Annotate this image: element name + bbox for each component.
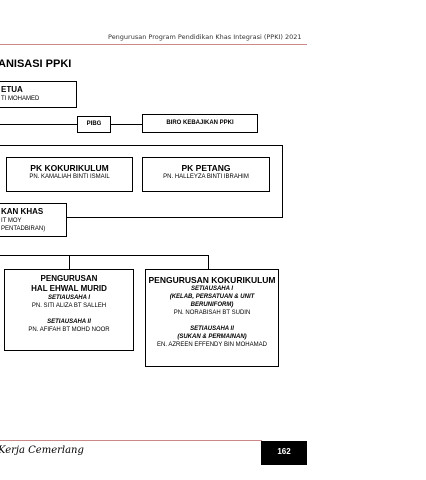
footer-signature: Kerja Cemerlang xyxy=(0,445,84,456)
koko-sec2-name: EN. AZREEN EFFENDY BIN MOHAMAD xyxy=(157,342,267,348)
hem-sec2-name: PN. AFIFAH BT MOHD NOOR xyxy=(28,327,110,333)
biro-box: BIRO KEBAJIKAN PPKI xyxy=(142,114,258,133)
koko-sec1-name: PN. NORABISAH BT SUDIN xyxy=(173,310,251,316)
footer-rule xyxy=(0,440,262,441)
koko-sec1-desc2: BERUNIFORM) xyxy=(190,302,234,308)
pibg-label: PIBG xyxy=(86,121,102,127)
page-header-title: Pengurusan Program Pendidikan Khas Integ… xyxy=(108,33,302,41)
connector-line xyxy=(111,124,142,125)
frame-line xyxy=(282,145,283,217)
hem-title1: PENGURUSAN xyxy=(40,274,98,283)
koko-title: PENGURUSAN KOKURIKULUM xyxy=(148,275,276,285)
koko-sec2-label: SETIAUSAHA II xyxy=(190,326,234,332)
hem-sec1-label: SETIAUSAHA I xyxy=(47,295,91,301)
section-title: ANISASI PPKI xyxy=(0,58,72,70)
koko-sec1-label: SETIAUSAHA I xyxy=(190,286,234,292)
penyelaras-box: KAN KHAS IT MOY PENTADBIRAN) xyxy=(0,203,67,237)
koko-sec2-desc: (SUKAN & PERMAINAN) xyxy=(177,334,247,340)
ketua-title: ETUA xyxy=(1,85,23,94)
pk-petang-title: PK PETANG xyxy=(181,163,231,173)
page-number-badge: 162 xyxy=(261,441,307,465)
ketua-name: TI MOHAMED xyxy=(1,96,40,102)
biro-label: BIRO KEBAJIKAN PPKI xyxy=(166,120,234,126)
penyelaras-line2: PENTADBIRAN) xyxy=(1,226,46,232)
pibg-box: PIBG xyxy=(77,116,111,133)
frame-line xyxy=(67,217,283,218)
pk-petang-name: PN. HALLEYZA BINTI IBRAHIM xyxy=(163,174,249,180)
pk-petang-box: PK PETANG PN. HALLEYZA BINTI IBRAHIM xyxy=(142,157,270,192)
koko-sec1-desc1: (KELAB, PERSATUAN & UNIT xyxy=(169,294,255,300)
koko-box: PENGURUSAN KOKURIKULUM SETIAUSAHA I (KEL… xyxy=(145,269,279,367)
penyelaras-title: KAN KHAS xyxy=(1,207,44,216)
connector-line xyxy=(0,124,77,125)
ketua-box: ETUA TI MOHAMED xyxy=(0,81,77,108)
penyelaras-line1: IT MOY xyxy=(1,218,22,224)
connector-line xyxy=(0,255,208,256)
pk-kokurikulum-name: PN. KAMALIAH BINTI ISMAIL xyxy=(29,174,110,180)
connector-line xyxy=(69,255,70,269)
connector-line xyxy=(208,255,209,269)
hem-box: PENGURUSAN HAL EHWAL MURID SETIAUSAHA I … xyxy=(4,269,134,351)
pk-kokurikulum-title: PK KOKURIKULUM xyxy=(30,163,109,173)
frame-line xyxy=(0,145,282,146)
hem-sec1-name: PN. SITI ALIZA BT SALLEH xyxy=(31,303,107,309)
header-rule xyxy=(0,44,307,45)
hem-title2: HAL EHWAL MURID xyxy=(31,284,107,293)
pk-kokurikulum-box: PK KOKURIKULUM PN. KAMALIAH BINTI ISMAIL xyxy=(6,157,133,192)
hem-sec2-label: SETIAUSAHA II xyxy=(47,319,91,325)
